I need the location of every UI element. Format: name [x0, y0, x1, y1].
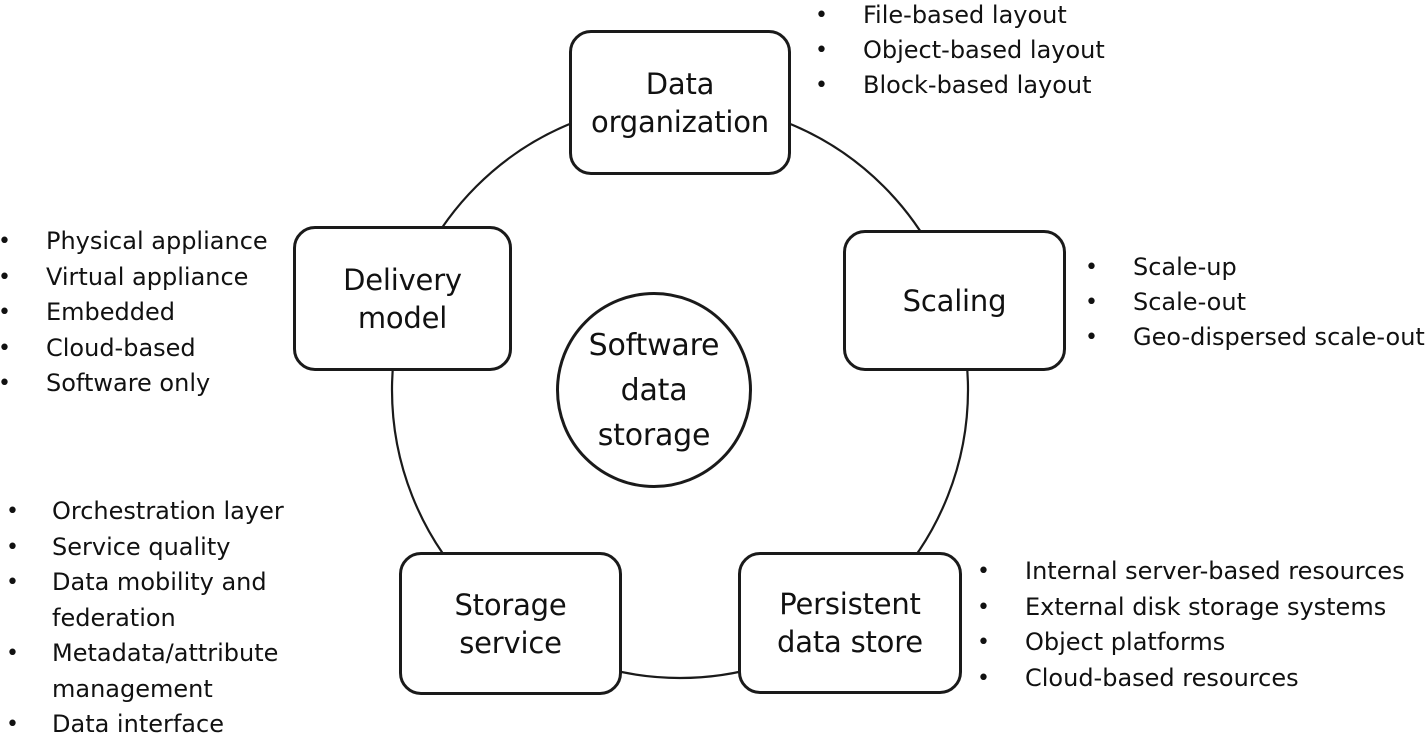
bullet-glyph: •	[977, 665, 990, 691]
bullet-item: • Cloud-based resources	[975, 661, 1405, 697]
bullet-item-text: Service quality	[52, 532, 231, 561]
center-node-software-data-storage: Software data storage	[556, 292, 752, 488]
bullet-glyph: •	[1085, 325, 1098, 350]
node-persistent-data-store: Persistent data store	[738, 552, 962, 694]
bullet-item: • Cloud-based	[0, 331, 268, 367]
bullet-item-text: Virtual appliance	[46, 262, 249, 291]
node-scaling-label: Scaling	[902, 283, 1007, 318]
bullet-glyph: •	[815, 38, 828, 63]
bullet-glyph: •	[0, 366, 11, 402]
node-storage-service: Storage service	[399, 552, 622, 695]
bullet-item: • Data mobility and federation	[2, 565, 284, 636]
bullet-item: • Internal server-based resources	[975, 554, 1405, 590]
bullet-glyph: •	[1085, 255, 1098, 280]
bullet-item-text: External disk storage systems	[1025, 592, 1387, 621]
bullet-item-text: Physical appliance	[46, 227, 268, 255]
node-scaling: Scaling	[843, 230, 1066, 371]
bullet-item-text: Embedded	[46, 298, 176, 326]
bullet-glyph: •	[6, 570, 19, 595]
bullet-item: • Object-based layout	[813, 33, 1105, 68]
bullet-item: • Metadata/attribute management	[2, 636, 284, 707]
bullet-glyph: •	[815, 3, 828, 28]
bullet-item: • Physical appliance	[0, 224, 268, 260]
bullet-glyph: •	[6, 712, 19, 734]
scaling-bullet-list: • Scale-up • Scale-out • Geo-dispersed scal…	[1083, 250, 1425, 355]
bullet-item: • Data interface	[2, 707, 284, 734]
node-persistent-data-store-label: Persistent data store	[777, 587, 923, 659]
bullet-item: • Scale-out	[1083, 285, 1425, 320]
node-data-organization-label: Data organization	[591, 66, 769, 139]
bullet-item-text: Orchestration layer	[52, 497, 284, 525]
bullet-item-text: Internal server-based resources	[1025, 557, 1405, 585]
bullet-item: • Scale-up	[1083, 250, 1425, 285]
data-organization-bullet-list: •File-based layout •Object-based layout …	[813, 0, 1105, 103]
bullet-glyph: •	[977, 559, 990, 584]
bullet-item-text: File-based layout	[863, 1, 1067, 29]
bullet-item-text: Object platforms	[1025, 628, 1226, 656]
bullet-glyph: •	[0, 260, 11, 296]
bullet-item: • Orchestration layer	[2, 494, 284, 530]
bullet-glyph: •	[977, 630, 990, 655]
bullet-glyph: •	[815, 73, 828, 98]
persistent-data-store-bullet-list: • Internal server-based resources • Extern…	[975, 554, 1405, 696]
bullet-item-text: Geo-dispersed scale-out	[1133, 323, 1425, 351]
bullet-item-text: Cloud-based	[46, 333, 196, 362]
bullet-item-text: Scale-out	[1133, 288, 1246, 316]
storage-service-bullet-list: • Orchestration layer • Service quality • D…	[2, 494, 284, 734]
bullet-item: • Embedded	[0, 295, 268, 331]
bullet-item: • File-based layout	[813, 0, 1105, 33]
bullet-item: • Block-based layout	[813, 68, 1105, 103]
center-node-label: Software data storage	[588, 327, 720, 453]
bullet-glyph: •	[6, 499, 19, 524]
node-delivery-model-label: Delivery model	[343, 262, 462, 335]
bullet-item: • External disk storage systems	[975, 590, 1405, 626]
bullet-item-text: Data interface	[52, 710, 224, 734]
bullet-item-text: Scale-up	[1133, 253, 1237, 281]
bullet-glyph: •	[6, 534, 19, 560]
bullet-glyph: •	[1085, 290, 1098, 315]
bullet-item: • Virtual appliance	[0, 260, 268, 296]
delivery-model-bullet-list: • Physical appliance • Virtual appliance •…	[0, 224, 268, 402]
bullet-glyph: •	[6, 641, 19, 666]
bullet-item: • Geo-dispersed scale-out	[1083, 320, 1425, 355]
bullet-item: • Object platforms	[975, 625, 1405, 661]
bullet-glyph: •	[0, 331, 11, 367]
bullet-glyph: •	[0, 224, 11, 260]
bullet-item: • Software only	[0, 366, 268, 402]
bullet-item-text: Data mobility and federation	[52, 568, 267, 632]
node-data-organization: Data organization	[569, 30, 791, 175]
bullet-glyph: •	[0, 295, 11, 331]
bullet-item-text: Software only	[46, 369, 211, 397]
node-storage-service-label: Storage service	[454, 587, 567, 660]
bullet-glyph: •	[977, 594, 990, 620]
bullet-item-text: Metadata/attribute management	[52, 639, 279, 703]
bullet-item: • Service quality	[2, 530, 284, 566]
node-delivery-model: Delivery model	[293, 226, 512, 371]
bullet-item-text: Block-based layout	[863, 71, 1092, 99]
bullet-item-text: Object-based layout	[863, 36, 1105, 64]
bullet-item-text: Cloud-based resources	[1025, 663, 1299, 692]
